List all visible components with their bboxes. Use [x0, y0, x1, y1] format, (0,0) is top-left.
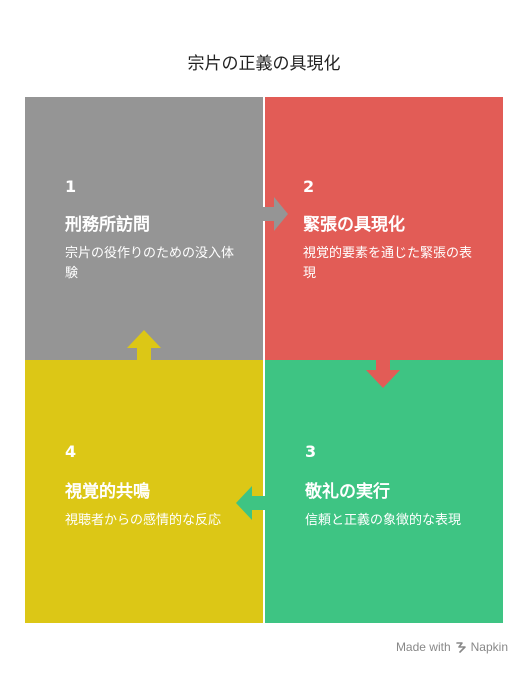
- napkin-branding[interactable]: Made with Napkin: [396, 640, 508, 654]
- napkin-name: Napkin: [470, 640, 508, 654]
- quadrant-3-number: 3: [305, 442, 317, 461]
- quadrant-2: 2 緊張の具現化 視覚的要素を通じた緊張の表現: [265, 97, 503, 360]
- quadrant-1: 1 刑務所訪問 宗片の役作りのための没入体験: [25, 97, 263, 360]
- quadrant-4-number: 4: [65, 442, 77, 461]
- arrow-4-to-1-icon: [127, 330, 161, 364]
- made-with-label: Made with: [395, 640, 451, 654]
- quadrant-1-heading: 刑務所訪問: [65, 215, 150, 235]
- arrow-1-to-2-icon: [262, 197, 288, 231]
- quadrant-2-description: 視覚的要素を通じた緊張の表現: [303, 246, 473, 281]
- quadrant-3-description: 信頼と正義の象徴的な表現: [305, 513, 462, 528]
- diagram-title: 宗片の正義の具現化: [187, 54, 341, 74]
- quadrant-2-heading: 緊張の具現化: [303, 215, 405, 235]
- quadrant-1-number: 1: [65, 177, 77, 196]
- napkin-logo-icon: [455, 642, 466, 653]
- quadrant-3: 3 敬礼の実行 信頼と正義の象徴的な表現: [265, 360, 503, 623]
- quadrant-1-description: 宗片の役作りのための没入体験: [65, 246, 235, 281]
- arrow-3-to-4-icon: [236, 486, 266, 520]
- quadrant-3-heading: 敬礼の実行: [305, 482, 390, 502]
- arrow-2-to-3-icon: [366, 356, 400, 388]
- quadrant-4: 4 視覚的共鳴 視聴者からの感情的な反応: [25, 360, 263, 623]
- quadrant-2-number: 2: [303, 177, 315, 196]
- quadrant-4-heading: 視覚的共鳴: [65, 482, 150, 502]
- quadrant-4-description: 視聴者からの感情的な反応: [65, 513, 222, 528]
